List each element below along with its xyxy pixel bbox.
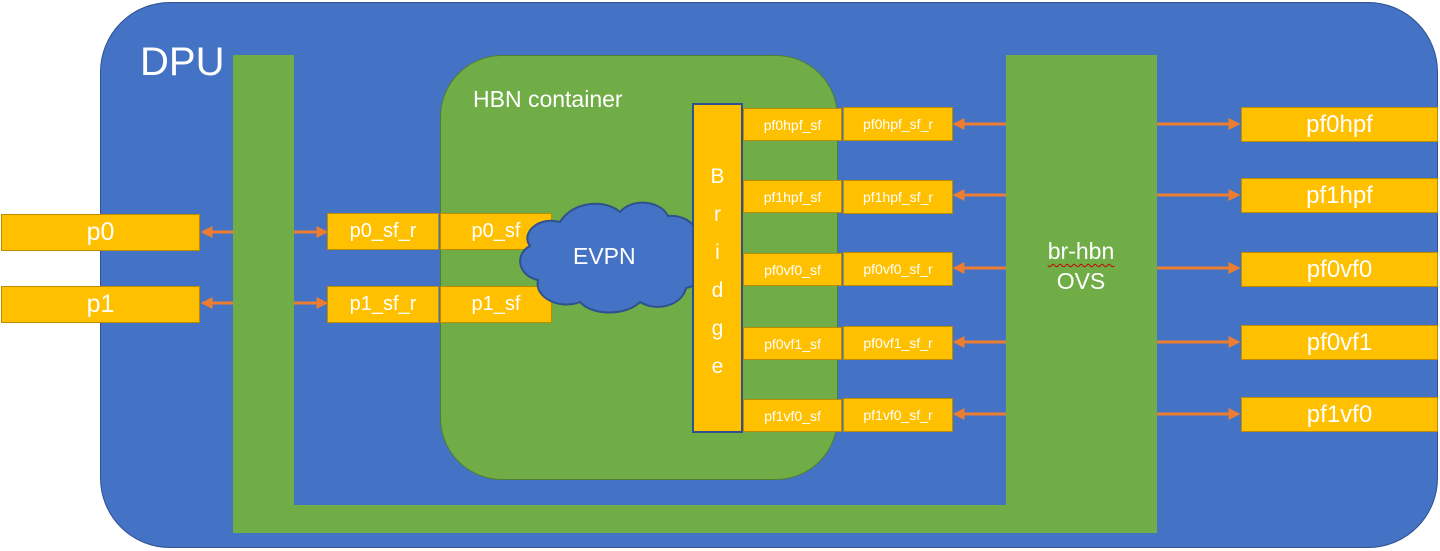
hbn-container-label: HBN container bbox=[473, 86, 623, 112]
port-pf0hpf-sf-r: pf0hpf_sf_r bbox=[843, 107, 953, 141]
bridge-block: B r i d g e bbox=[692, 103, 743, 433]
bridge-letter: i bbox=[715, 241, 720, 264]
port-pf1hpf: pf1hpf bbox=[1241, 178, 1438, 213]
port-pf0vf1-sf: pf0vf1_sf bbox=[743, 327, 842, 360]
uplink-channel-bottom bbox=[233, 505, 1157, 533]
port-pf0hpf-sf: pf0hpf_sf bbox=[743, 108, 842, 141]
port-pf0vf0-sf-r: pf0vf0_sf_r bbox=[843, 252, 953, 286]
ovs-label: OVS bbox=[1056, 268, 1106, 294]
bridge-letter: d bbox=[711, 279, 724, 302]
port-pf0vf1-sf-r: pf0vf1_sf_r bbox=[843, 326, 953, 360]
port-pf0hpf: pf0hpf bbox=[1241, 107, 1438, 142]
port-p0-sf-r: p0_sf_r bbox=[327, 213, 439, 250]
bridge-letter: r bbox=[714, 203, 721, 226]
uplink-channel-left bbox=[233, 55, 294, 533]
port-p1: p1 bbox=[1, 286, 200, 323]
ovs-bridge-block bbox=[1006, 55, 1157, 533]
port-pf0vf1: pf0vf1 bbox=[1241, 325, 1438, 360]
port-pf0vf0-sf: pf0vf0_sf bbox=[743, 253, 842, 286]
port-p0: p0 bbox=[1, 214, 200, 251]
dpu-label: DPU bbox=[140, 40, 225, 84]
port-p1-sf: p1_sf bbox=[440, 286, 552, 323]
bridge-letter: e bbox=[711, 355, 724, 378]
evpn-label: EVPN bbox=[573, 243, 636, 269]
ovs-bridge-name: br-hbn bbox=[1047, 238, 1115, 264]
bridge-letter: B bbox=[710, 165, 725, 188]
bridge-letter: g bbox=[711, 317, 724, 340]
port-pf1vf0-sf-r: pf1vf0_sf_r bbox=[843, 398, 953, 432]
port-pf0vf0: pf0vf0 bbox=[1241, 252, 1438, 287]
port-p1-sf-r: p1_sf_r bbox=[327, 286, 439, 323]
port-pf1hpf-sf-r: pf1hpf_sf_r bbox=[843, 180, 953, 214]
port-pf1hpf-sf: pf1hpf_sf bbox=[743, 180, 842, 213]
port-pf1vf0: pf1vf0 bbox=[1241, 397, 1438, 432]
port-pf1vf0-sf: pf1vf0_sf bbox=[743, 399, 842, 432]
